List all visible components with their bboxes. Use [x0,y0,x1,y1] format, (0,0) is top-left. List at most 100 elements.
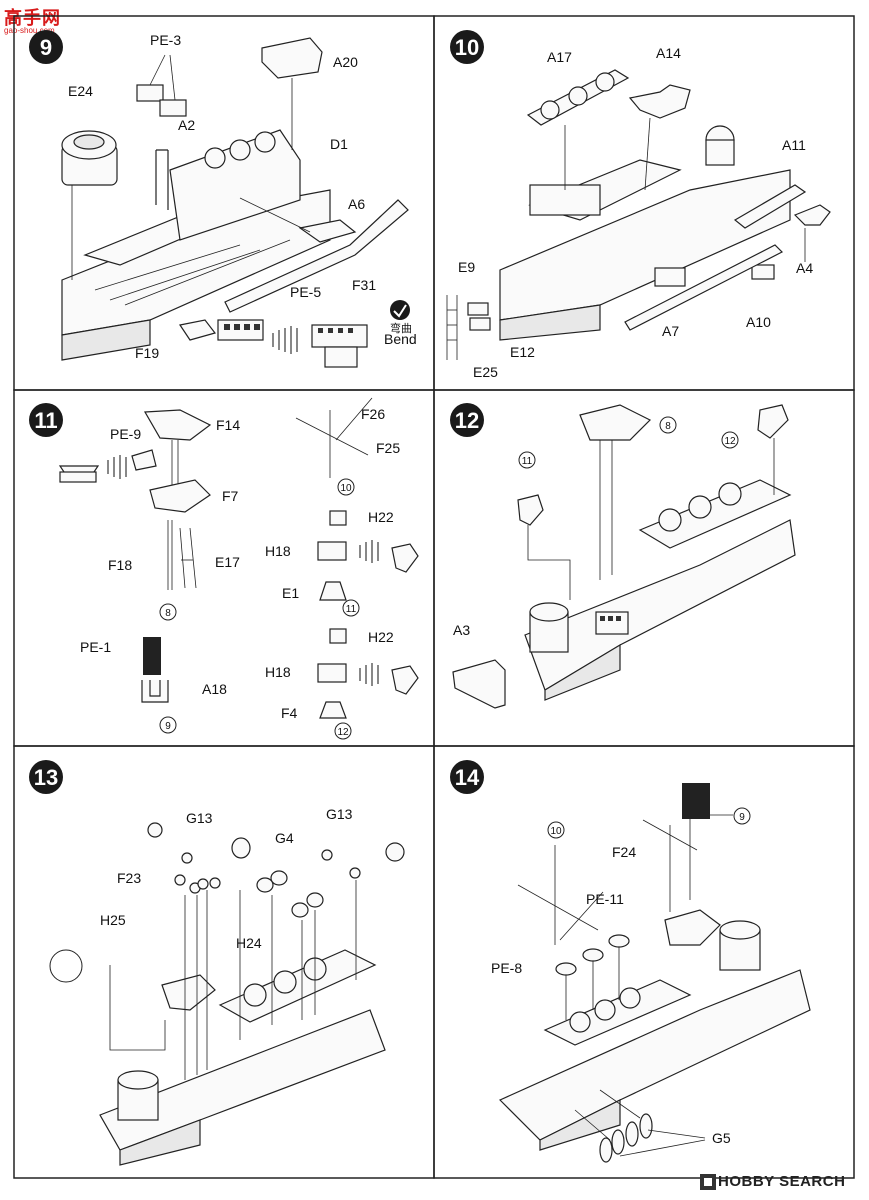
a10-part [751,264,775,280]
ref-circle-8 [159,603,177,621]
label-g4: G4 [275,830,294,846]
ref-9: 9 [739,812,745,823]
label-d1: D1 [330,136,348,152]
a7-plate [654,267,686,287]
bend-icon [390,300,410,320]
assembled-part [391,543,419,573]
e9-part [446,295,458,360]
ref-11: 11 [346,604,357,615]
label-g13: G13 [326,806,353,822]
ref-circle-12 [721,431,739,449]
a14-part [628,84,691,119]
direction-arrow [272,326,298,354]
f19-part [179,319,217,341]
f14-part [143,409,212,441]
a7-part [624,244,784,331]
label-e12: E12 [510,344,535,360]
ref-10: 10 [340,483,352,494]
h25-detail-inset [49,949,83,983]
label-pe5: PE-5 [290,284,321,300]
step-number: 13 [34,765,58,790]
mast-f25-f26 [295,397,373,478]
label-h18: H18 [265,664,291,680]
a2-part [155,149,169,210]
radar-screen-part [682,783,710,819]
step-number-badge [29,30,63,64]
g4-parts [231,837,324,918]
label-a6: A6 [348,196,365,212]
step-10: 10 [446,30,831,380]
step-number-badge [29,760,63,794]
label-f19: F19 [135,345,159,361]
label-pe9: PE-9 [110,426,141,442]
a11-part [733,184,807,229]
label-e17: E17 [215,554,240,570]
a20-part [261,37,323,79]
pe5-bend-inset [311,300,410,368]
pe3-part [136,84,164,102]
a4-part [793,204,831,226]
g5-parts [574,1089,706,1163]
direction-arrow [359,663,379,686]
ref-12: 12 [337,727,349,738]
label-a14: A14 [656,45,681,61]
label-pe11: PE-11 [586,891,624,907]
ref-circle-10 [337,478,355,496]
label-h24: H24 [236,935,262,951]
step-14: 14 [450,760,811,1163]
pe11-discs [555,934,630,1020]
label-a18: A18 [202,681,227,697]
f23-part [174,874,186,886]
label-f4: F4 [281,705,298,721]
step-9: 9 [29,30,417,368]
label-h22: H22 [368,629,394,645]
label-pe1: PE-1 [80,639,111,655]
label-a20: A20 [333,54,358,70]
label-bend-en: Bend [384,331,417,347]
pe3-part [159,99,187,117]
ref-circle-12 [334,722,352,740]
a3-part [452,659,506,709]
label-a4: A4 [796,260,813,276]
ref-circle-9 [159,716,177,734]
h22-h18-f4-assembly [317,628,347,719]
label-g5: G5 [712,1130,731,1146]
ref-circle-9 [733,807,751,825]
footer-brand-text: HOBBY SEARCH [718,1173,846,1190]
step-number-badge [450,760,484,794]
step-11: 11 [29,397,419,740]
ref-9: 9 [165,721,171,732]
leader-lines [109,880,357,1080]
ref-8: 8 [665,421,671,432]
hull-part [61,129,331,361]
step-number: 9 [40,35,52,60]
label-f14: F14 [216,417,240,433]
ref-circle-8 [659,416,677,434]
direction-arrow [359,540,379,563]
ref-12: 12 [724,436,736,447]
g13-parts [147,822,405,894]
pe1-part [143,637,161,675]
hull-part [99,949,386,1166]
step-13: 13 [29,760,405,1166]
ref-10: 10 [550,826,562,837]
label-f24: F24 [612,844,636,860]
label-e24: E24 [68,83,93,99]
label-f23: F23 [117,870,141,886]
pe9-strip [59,471,97,483]
a6-part [298,219,357,243]
step-number-badge [450,30,484,64]
label-h25: H25 [100,912,126,928]
f7-part [149,479,211,513]
label-f26: F26 [361,406,385,422]
label-a11: A11 [782,137,806,153]
watermark-url: gao-shou.com [4,26,55,35]
label-e25: E25 [473,364,498,380]
label-a7: A7 [662,323,679,339]
ref-11: 11 [522,456,533,467]
subassembly-11 [517,494,544,526]
footer-brand: HOBBY SEARCH [700,1168,865,1194]
ref-circle-10 [547,821,565,839]
label-pe3: PE-3 [150,32,181,48]
label-f18: F18 [108,557,132,573]
